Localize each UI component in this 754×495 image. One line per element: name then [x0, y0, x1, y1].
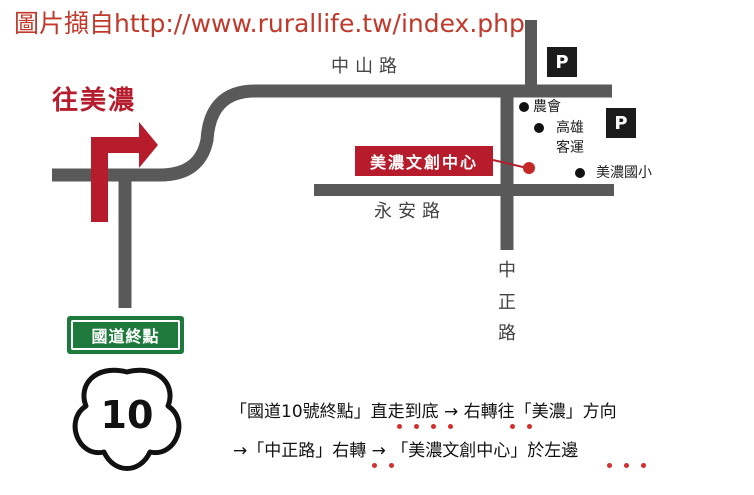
route-shield-number: 10 [100, 393, 154, 437]
instruction-line-1: 「國道10號終點」直走到底 → 右轉往「美濃」方向 [230, 402, 617, 422]
instruction-line-2: →「中正路」右轉 → 「美濃文創中心」於左邊 [233, 441, 579, 461]
school-dot [575, 168, 585, 178]
road-label-zhongzheng-3: 路 [498, 323, 522, 344]
poi-farmers-assoc: 農會 [533, 99, 561, 115]
emphasis-dots-line-1 [230, 424, 710, 430]
destination-dot [523, 162, 535, 174]
direction-label: 往美濃 [52, 86, 137, 116]
road-label-yongan: 永安路 [374, 201, 446, 222]
bus-station-dot [534, 123, 544, 133]
road-label-zhongshan: 中山路 [331, 56, 403, 77]
parking-icon: P [606, 108, 636, 138]
route-shield [72, 367, 182, 471]
poi-bus-line1: 高雄 [556, 120, 584, 136]
poi-school: 美濃國小 [596, 165, 652, 181]
emphasis-dots-line-2 [233, 463, 713, 469]
parking-icon: P [547, 47, 577, 77]
farmers-assoc-dot [519, 102, 529, 112]
road-label-zhongzheng-2: 正 [498, 292, 522, 313]
poi-bus-line2: 客運 [556, 140, 584, 156]
destination-pointer [492, 159, 528, 169]
source-caption: 圖片擷自http://www.rurallife.tw/index.php [14, 9, 525, 38]
destination-label: 美濃文創中心 [355, 146, 493, 176]
road-label-zhongzheng-1: 中 [498, 260, 522, 281]
turn-right-arrow [91, 122, 158, 222]
road-zhongshan [52, 84, 612, 182]
highway-end-sign-text: 國道終點 [71, 320, 180, 350]
highway-end-sign: 國道終點 [67, 316, 184, 354]
